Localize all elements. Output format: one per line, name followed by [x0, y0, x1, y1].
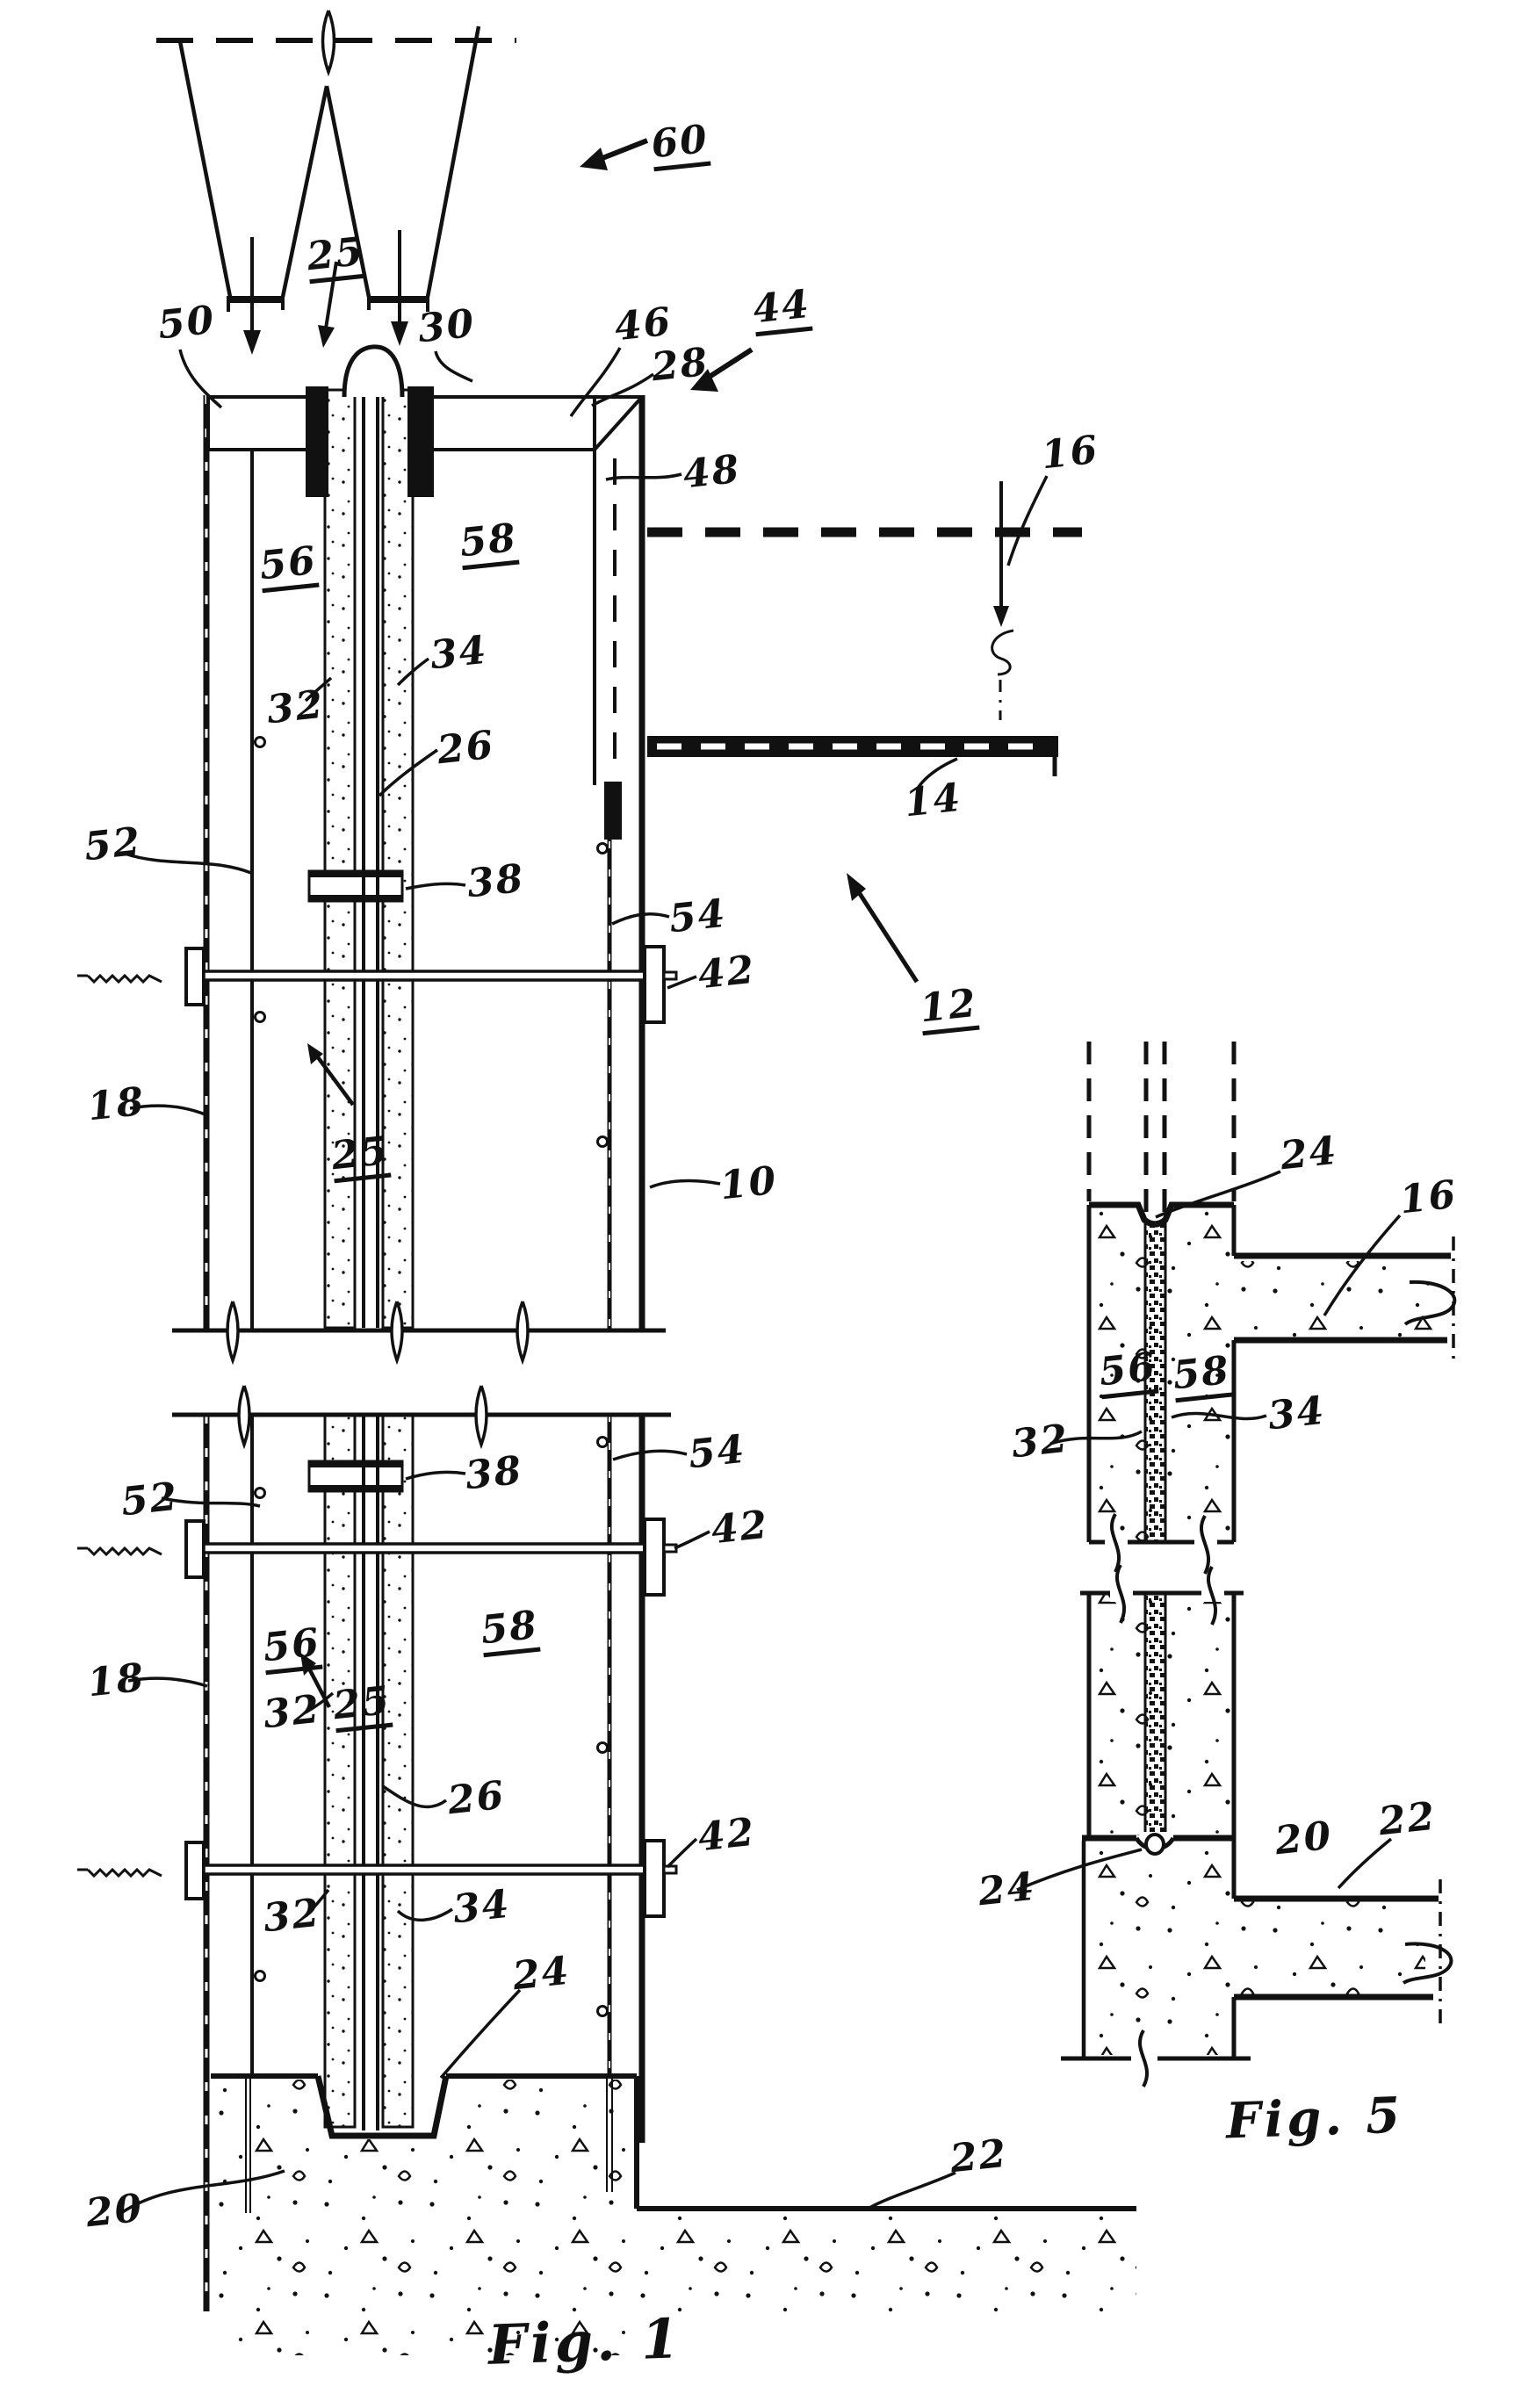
label-34-34: 34	[451, 1881, 513, 1933]
label-56-42: 56	[1097, 1345, 1159, 1400]
label-fig-5-49: Fig. 5	[1224, 2086, 1405, 2151]
fig1-cap-dome-30	[342, 344, 405, 398]
label-50-2: 50	[155, 297, 218, 349]
label-20-46: 20	[1273, 1813, 1335, 1864]
label-32-45: 32	[1009, 1416, 1071, 1467]
label-24-36: 24	[510, 1948, 573, 2000]
label-16-8: 16	[1039, 427, 1101, 479]
fig1-footing	[211, 2073, 1136, 2211]
label-58-43: 58	[1171, 1348, 1233, 1403]
label-38-25: 38	[463, 1447, 525, 1499]
label-38-15: 38	[465, 855, 527, 907]
label-16-41: 16	[1397, 1172, 1460, 1223]
label-52-14: 52	[82, 818, 144, 870]
fig5-floor-slab-16	[1234, 1236, 1457, 1366]
label-58-9: 58	[458, 515, 520, 571]
fig1-panel-joint	[362, 397, 379, 2130]
label-46-4: 46	[612, 299, 674, 350]
label-24-48: 24	[976, 1864, 1038, 1915]
label-54-16: 54	[667, 890, 729, 942]
fig1-arrows	[243, 138, 1014, 1709]
label-48-7: 48	[681, 446, 743, 498]
label-25-21: 25	[329, 1128, 392, 1184]
label-10-22: 10	[718, 1157, 780, 1209]
fig1-top-plate	[206, 395, 644, 451]
label-18-20: 18	[85, 1078, 148, 1130]
fig1-hopper-60	[156, 10, 516, 312]
fig1-form-nails	[254, 736, 609, 2017]
label-44-5: 44	[751, 282, 813, 337]
leader-lines	[120, 347, 1402, 2215]
fig1-concrete-texture	[211, 2080, 1136, 2355]
label-12-19: 12	[918, 981, 980, 1036]
label-18-27: 18	[85, 1655, 148, 1706]
fig1-tie-rod-upper	[77, 945, 678, 1024]
label-58-29: 58	[479, 1603, 541, 1658]
label-26-32: 26	[445, 1772, 508, 1824]
label-20-37: 20	[83, 2185, 146, 2237]
fig1-clamp-upper	[307, 869, 404, 903]
fig1-section-break	[172, 1301, 671, 1450]
label-22-47: 22	[1376, 1793, 1439, 1845]
label-52-24: 52	[119, 1474, 181, 1525]
label-25-31: 25	[331, 1678, 393, 1734]
label-54-23: 54	[686, 1426, 748, 1478]
label-56-28: 56	[261, 1620, 323, 1676]
fig1-insulation-panels	[323, 388, 415, 2129]
label-34-44: 34	[1266, 1388, 1328, 1439]
label-25-1: 25	[305, 229, 367, 285]
label-42-26: 42	[709, 1502, 771, 1554]
fig1-tie-rod-lower	[77, 1839, 678, 1918]
fig1-floor-slab-14	[647, 736, 1058, 776]
label-24-40: 24	[1278, 1128, 1340, 1179]
label-60-0: 60	[649, 117, 711, 172]
label-30-3: 30	[415, 300, 478, 352]
fig1-corner-panel-48	[593, 395, 622, 840]
label-14-18: 14	[902, 775, 964, 826]
label-26-13: 26	[435, 722, 497, 774]
fig5-wall	[1086, 1042, 1237, 1838]
fig5-footing-20	[1061, 1833, 1453, 2087]
fig1-clamp-lower	[307, 1460, 404, 1493]
label-34-11: 34	[428, 627, 490, 679]
fig1-tie-rod-middle	[77, 1518, 678, 1597]
label-42-35: 42	[696, 1809, 758, 1861]
label-56-10: 56	[257, 538, 320, 594]
label-32-12: 32	[264, 681, 327, 733]
label-32-30: 32	[261, 1686, 323, 1738]
label-22-38: 22	[948, 2130, 1010, 2182]
label-32-33: 32	[261, 1890, 323, 1942]
fig1-panel-connectors-28	[306, 386, 434, 497]
label-42-17: 42	[696, 947, 758, 999]
label-fig-1-39: Fig. 1	[487, 2306, 684, 2377]
fig5-section-break	[1080, 1512, 1244, 1626]
label-28-6: 28	[649, 339, 711, 391]
